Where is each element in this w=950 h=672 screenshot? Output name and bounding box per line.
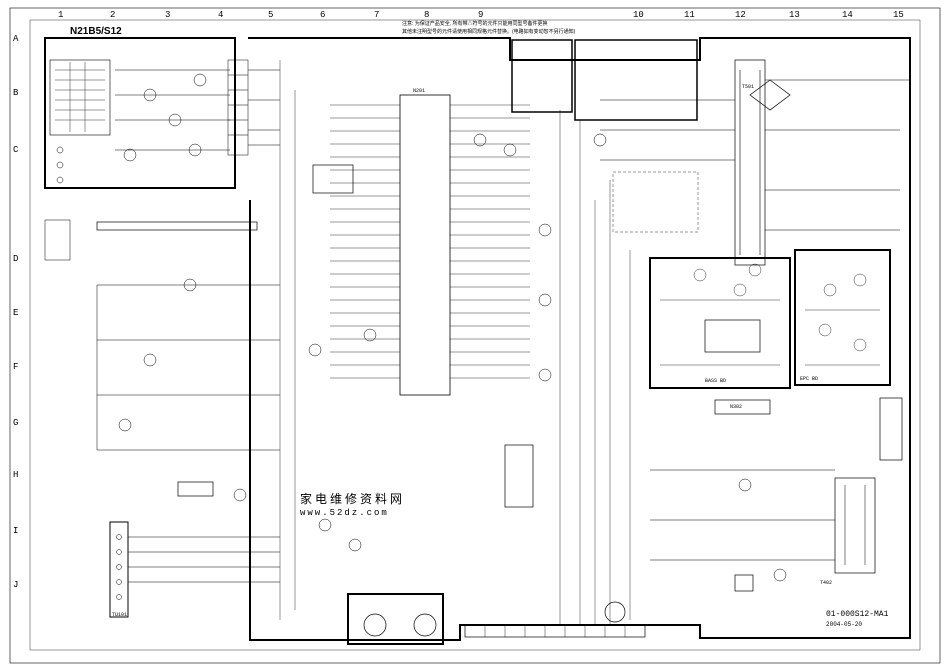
- tuner-label: TU101: [112, 612, 128, 618]
- watermark-text: 家电维修资料网: [300, 492, 406, 506]
- drawing-date: 2004-05-20: [826, 621, 863, 628]
- chassis-label: N21B5/S12: [70, 26, 122, 37]
- safety-note-line-2: 其他未注明型号的元件请使用相同规格元件替换。(电路如有变动恕不另行通知): [402, 29, 576, 35]
- model-code: 01-000S12-MA1: [826, 610, 889, 619]
- safety-note: 注意: 为保证产品安全, 所有带△符号的元件只能用同型号备件更换 其他未注明型号…: [402, 20, 702, 36]
- epc-board-label: EPC BD: [800, 376, 819, 382]
- main-ic-label: N201: [413, 88, 426, 94]
- watermark-url: www.52dz.com: [300, 508, 389, 518]
- bass-board-label: BASS BD: [705, 378, 727, 384]
- safety-note-line-1: 注意: 为保证产品安全, 所有带△符号的元件只能用同型号备件更换: [402, 21, 548, 27]
- ic-n302-label: N302: [730, 404, 743, 410]
- power-transformer-label: T501: [742, 84, 755, 90]
- flyback-label: T402: [820, 580, 833, 586]
